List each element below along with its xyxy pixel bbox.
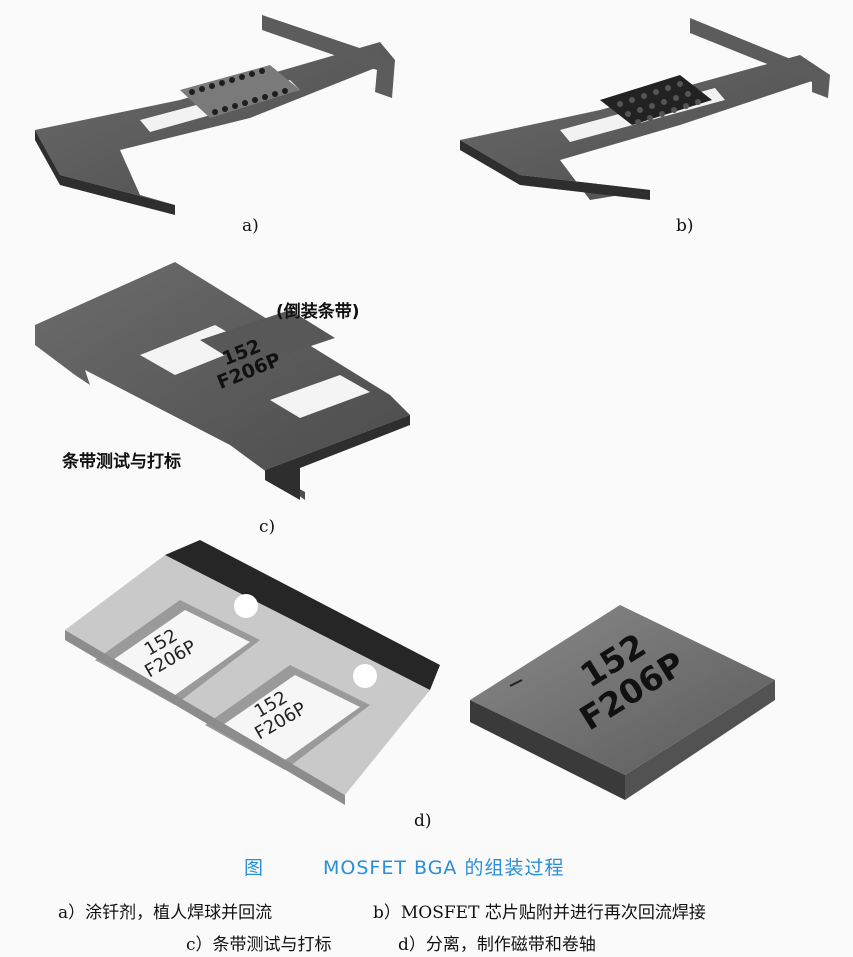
panel-a-strip: [35, 15, 395, 215]
caption-step-b: b）MOSFET 芯片贴附并进行再次回流焊接: [373, 903, 706, 923]
caption-step-d: d）分离，制作磁带和卷轴: [398, 935, 596, 955]
panel-c-note-flip-strip: (倒装条带): [276, 302, 360, 322]
tape-hole-icon: [353, 664, 377, 688]
tape-hole-icon: [234, 594, 258, 618]
panel-c-note-test-mark: 条带测试与打标: [62, 452, 181, 472]
panel-c-strip: [35, 262, 410, 500]
panel-a-solder-balls: [189, 68, 288, 115]
panel-b-strip: [460, 18, 830, 200]
figure-title: MOSFET BGA 的组装过程: [323, 857, 565, 879]
figure-label: 图: [244, 857, 265, 879]
caption-step-a: a）涂钎剂，植人焊球并回流: [58, 903, 273, 923]
panel-c-label: c): [259, 517, 276, 537]
panel-d-package: [470, 605, 775, 800]
panel-b-bumps: [617, 81, 701, 125]
panel-a-label: a): [242, 216, 259, 236]
panel-d-label: d): [414, 811, 432, 831]
panel-d-tape: [65, 540, 440, 805]
panel-b-label: b): [676, 216, 694, 236]
caption-step-c: c）条带测试与打标: [186, 935, 332, 955]
